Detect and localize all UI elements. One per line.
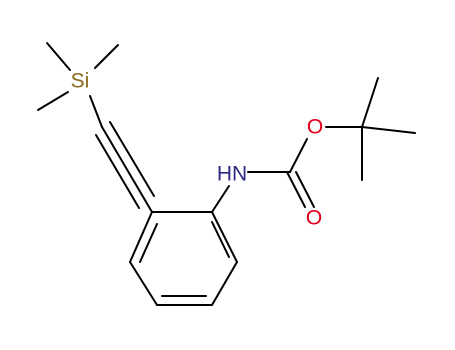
nitrogen-atom-label: HN <box>217 163 247 186</box>
si-methyl-bond-upper-right <box>94 44 119 69</box>
carbonyl-double-bond-left <box>286 171 306 208</box>
ester-oxygen-atom-label: O <box>307 116 323 139</box>
ring-double-bond-left <box>139 223 158 263</box>
ring-bond-2 <box>211 211 238 263</box>
tbutyl-methyl-bond-up <box>361 77 379 128</box>
ring-bond-6 <box>129 211 153 263</box>
ring-bond-5 <box>129 261 158 306</box>
si-methyl-bond-left <box>37 91 69 111</box>
ring-double-bond-right <box>211 221 230 258</box>
si-alkyne-bond <box>89 95 103 128</box>
carbonyl-double-bond-right <box>295 171 315 208</box>
carbon-ester-oxygen-bond <box>289 138 308 173</box>
silicon-atom-label: Si <box>71 70 90 93</box>
tbutyl-methyl-bond-right <box>361 126 416 134</box>
ring-nh-bond <box>211 185 230 213</box>
carbonyl-oxygen-atom-label: O <box>306 207 322 230</box>
alkyne-bond-lower <box>95 134 140 209</box>
ring-bond-3 <box>211 261 238 306</box>
si-methyl-bond-upper-left <box>46 42 71 71</box>
alkyne-bond-center <box>101 126 153 213</box>
alkyne-bond-upper <box>109 121 155 197</box>
